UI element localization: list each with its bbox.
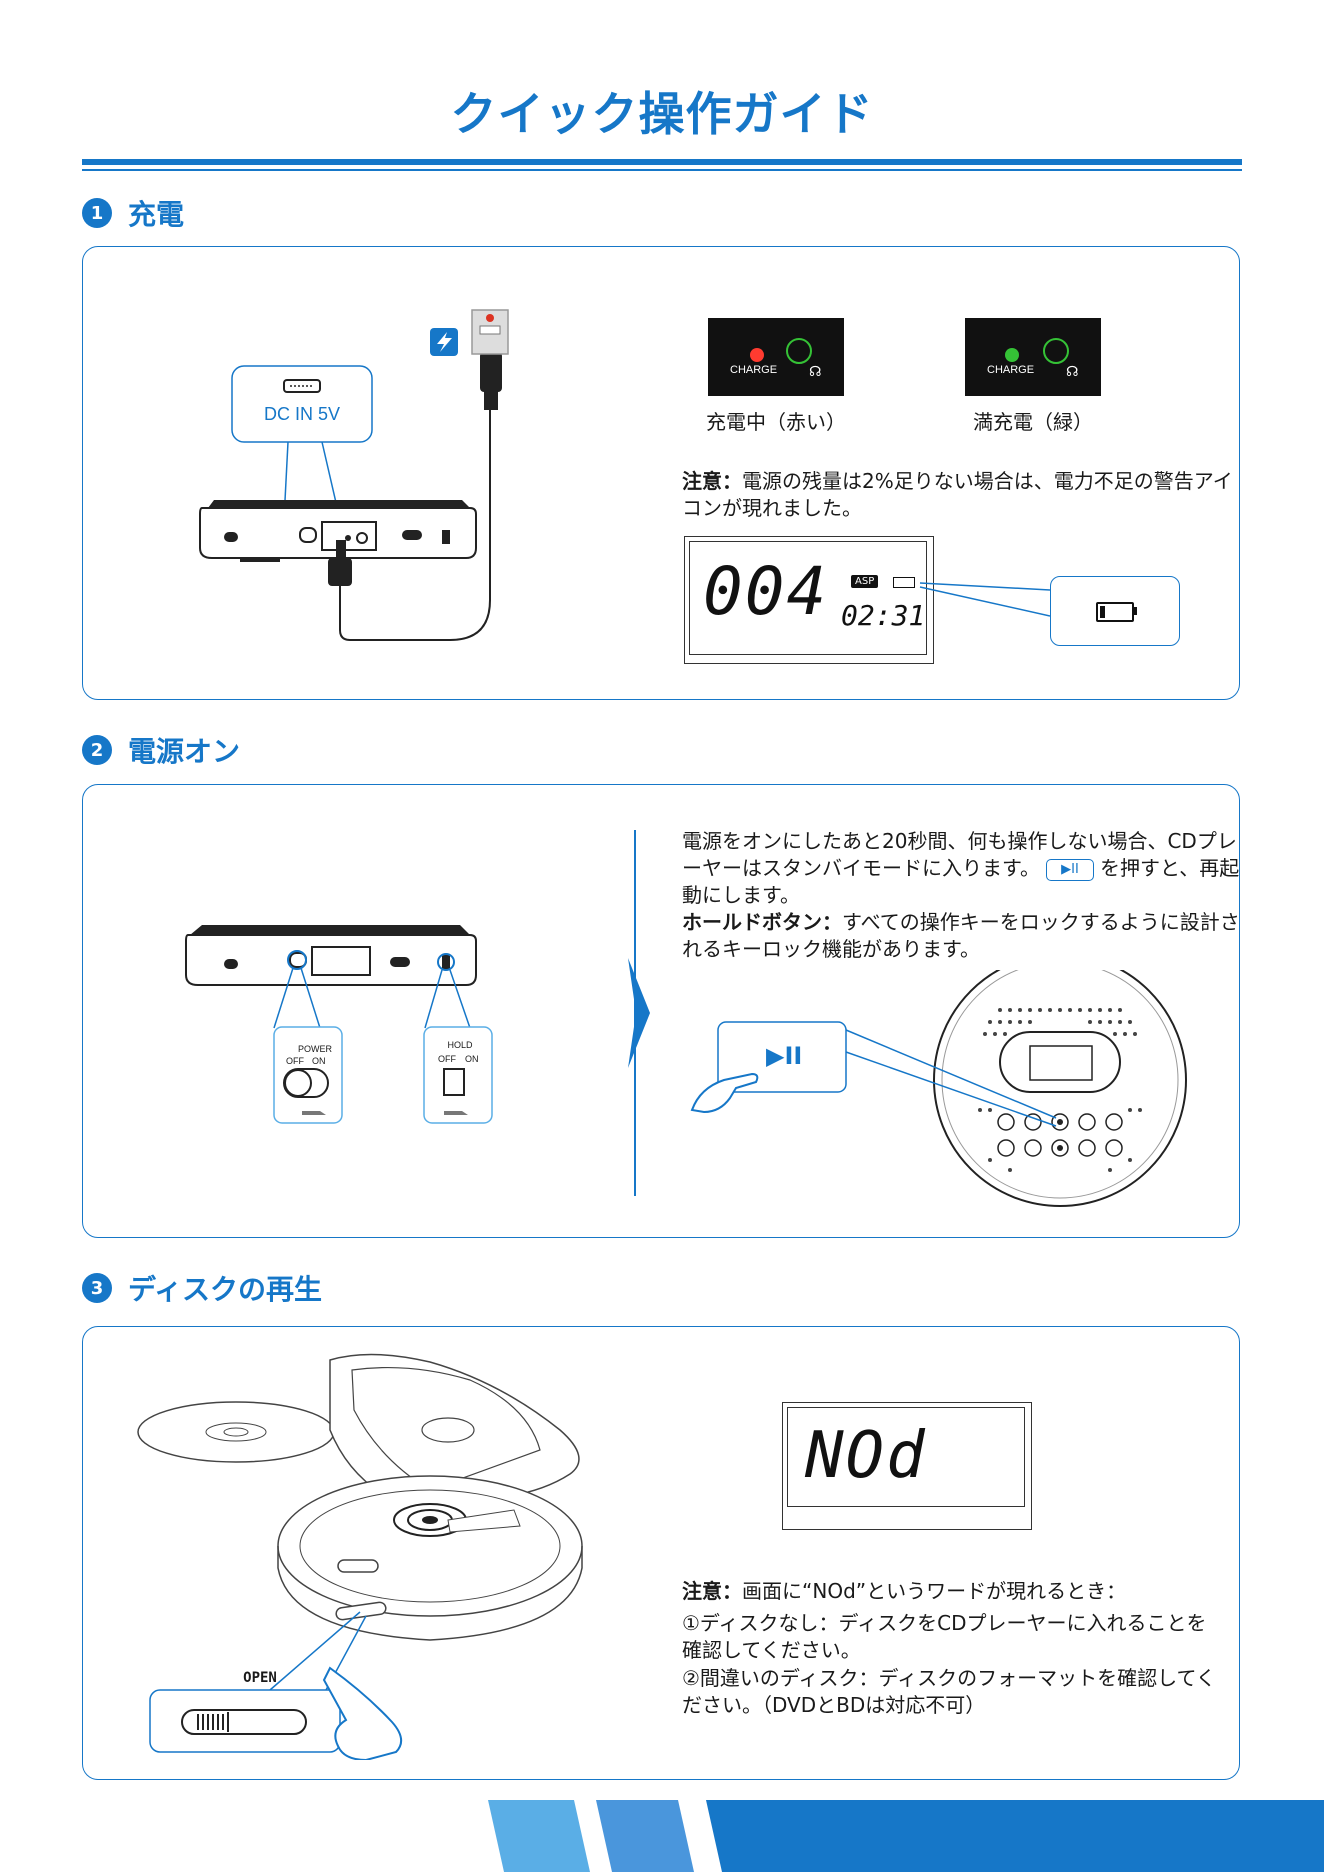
page-title: クイック操作ガイド bbox=[450, 87, 874, 141]
battery-callout-lines bbox=[919, 582, 1050, 617]
led-label: CHARGE bbox=[987, 364, 1035, 376]
play-pause-key-icon: ▶II bbox=[1046, 858, 1094, 881]
play-pause-icon: ▶II bbox=[766, 1042, 803, 1070]
disc-note-item-2: ②間違いのディスク：ディスクのフォーマットを確認してください。（DVDとBDは対… bbox=[682, 1666, 1216, 1717]
section-header-charge: 1 充電 bbox=[82, 193, 184, 233]
headphone-icon: ☊ bbox=[1066, 364, 1079, 380]
player-top-illustration bbox=[690, 970, 1187, 1207]
asp-badge: ASP bbox=[851, 575, 879, 588]
nod-lcd-display: NOd bbox=[782, 1402, 1032, 1530]
charging-led-panel: ☊ CHARGE bbox=[708, 318, 844, 396]
restart-text: を押すと、再起動にします。 bbox=[682, 856, 1240, 907]
section-title: 充電 bbox=[128, 198, 185, 231]
off-label: OFF bbox=[438, 1054, 456, 1064]
standby-text: 電源をオンにしたあと20秒間、何も操作しない場合、CDプレーヤーはスタンバイモー… bbox=[682, 829, 1237, 880]
section-header-power: 2 電源オン bbox=[82, 730, 240, 770]
section-number: 2 bbox=[82, 735, 112, 765]
charge-note: 注意：電源の残量は2%足りない場合は、電力不足の警告アイコンが現れました。 bbox=[682, 468, 1234, 522]
section-number: 1 bbox=[82, 198, 112, 228]
charge-panel bbox=[82, 246, 1240, 700]
note-intro: 画面に“NOd”というワードが現れるとき： bbox=[742, 1579, 1127, 1603]
disc-note: 注意：画面に“NOd”というワードが現れるとき： bbox=[682, 1578, 1238, 1605]
power-switch-illustration bbox=[185, 925, 493, 1124]
note-heading: 注意： bbox=[682, 1579, 742, 1603]
section-title: ディスクの再生 bbox=[128, 1273, 323, 1306]
full-led-panel: ☊ CHARGE bbox=[965, 318, 1101, 396]
power-description: 電源をオンにしたあと20秒間、何も操作しない場合、CDプレーヤーはスタンバイモー… bbox=[682, 828, 1244, 963]
hold-body: すべての操作キーをロックするように設計されるキーロック機能があります。 bbox=[682, 910, 1240, 961]
open-slider-label: OPEN bbox=[243, 1670, 277, 1686]
ring-icon bbox=[1043, 338, 1069, 364]
section-title: 電源オン bbox=[128, 735, 241, 768]
green-led-icon bbox=[1005, 348, 1019, 362]
dc-in-label: DC IN 5V bbox=[263, 404, 341, 424]
low-battery-icon bbox=[1096, 602, 1134, 622]
note-body: 電源の残量は2%足りない場合は、電力不足の警告アイコンが現れました。 bbox=[682, 469, 1233, 520]
on-label: ON bbox=[465, 1054, 479, 1064]
note-heading: 注意： bbox=[682, 469, 742, 493]
power-panel bbox=[82, 784, 1240, 1238]
on-label: ON bbox=[312, 1056, 326, 1066]
lcd-nod-text: NOd bbox=[805, 1419, 927, 1493]
charging-caption: 充電中（赤い） bbox=[706, 410, 846, 434]
battery-icon bbox=[893, 577, 915, 588]
hold-heading: ホールドボタン： bbox=[682, 910, 842, 934]
battery-callout bbox=[1050, 576, 1180, 646]
disc-panel bbox=[82, 1326, 1240, 1780]
disc-insertion-illustration bbox=[137, 1353, 583, 1760]
arrow-right-icon bbox=[628, 958, 650, 1068]
lcd-track-number: 004 bbox=[703, 553, 829, 630]
power-switch-label: POWER bbox=[297, 1044, 332, 1054]
lcd-time: 02:31 bbox=[841, 599, 926, 632]
ring-icon bbox=[786, 338, 812, 364]
off-label: OFF bbox=[286, 1056, 304, 1066]
led-label: CHARGE bbox=[730, 364, 778, 376]
charging-illustration bbox=[199, 309, 509, 641]
full-caption: 満充電（緑） bbox=[973, 410, 1093, 434]
title-rule-thin bbox=[82, 169, 1242, 171]
disc-note-item-1: ①ディスクなし：ディスクをCDプレーヤーに入れることを確認してください。 bbox=[682, 1611, 1207, 1662]
section-header-disc: 3 ディスクの再生 bbox=[82, 1268, 322, 1308]
panel-divider bbox=[634, 830, 636, 1196]
title-rule-thick bbox=[82, 159, 1242, 165]
headphone-icon: ☊ bbox=[809, 364, 822, 380]
red-led-icon bbox=[750, 348, 764, 362]
section-number: 3 bbox=[82, 1273, 112, 1303]
footer-decoration bbox=[488, 1800, 1324, 1872]
hold-switch-label: HOLD bbox=[447, 1040, 473, 1050]
lcd-display: 004 ASP 02:31 bbox=[684, 536, 934, 664]
